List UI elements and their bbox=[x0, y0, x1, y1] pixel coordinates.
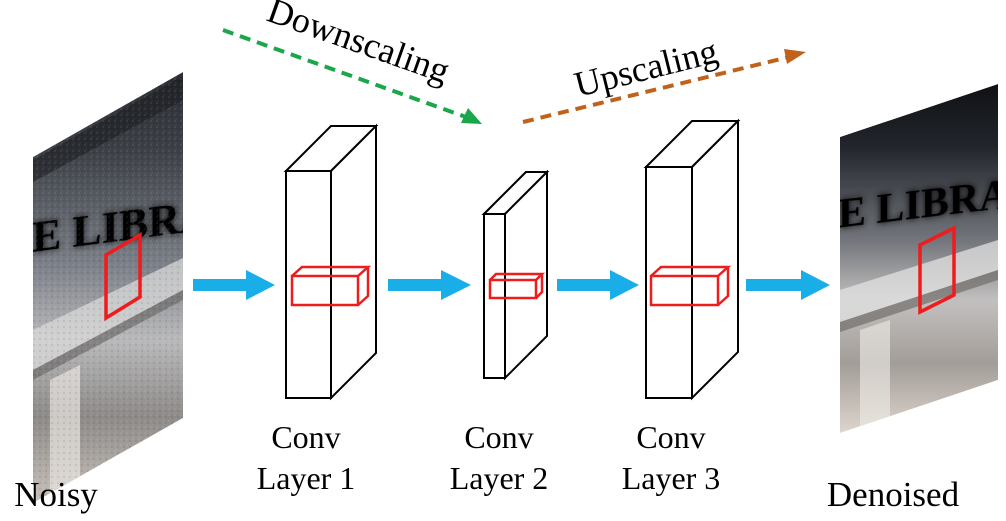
flow-arrow-1 bbox=[193, 270, 275, 300]
downscaling-arrow bbox=[222, 28, 482, 124]
conv-layer-2-kernel bbox=[488, 272, 546, 300]
denoised-image-panel: E LIBRAR bbox=[840, 84, 998, 433]
flow-arrow-3 bbox=[557, 270, 639, 300]
conv-layer-1-label-line1: Conv bbox=[271, 419, 340, 455]
conv-layer-3-label-line1: Conv bbox=[636, 419, 705, 455]
conv-layer-1-block bbox=[283, 123, 379, 401]
upscaling-arrow bbox=[522, 49, 806, 124]
noisy-patch-box bbox=[104, 231, 142, 322]
conv-layer-2-label-line2: Layer 2 bbox=[450, 460, 549, 496]
denoised-label: Denoised bbox=[827, 475, 960, 514]
conv-layer-1-label-line2: Layer 1 bbox=[257, 460, 356, 496]
flow-arrow-4 bbox=[746, 270, 830, 300]
flow-arrow-2 bbox=[388, 270, 471, 300]
noisy-image-panel: E LIBRAR bbox=[33, 72, 183, 503]
conv-layer-2-label-line1: Conv bbox=[464, 419, 533, 455]
conv-layer-3-block bbox=[643, 118, 741, 401]
conv-layer-3-kernel bbox=[649, 265, 732, 307]
noisy-label: Noisy bbox=[14, 475, 98, 514]
conv-layer-1-kernel bbox=[290, 265, 372, 307]
downscaling-label: Downscaling bbox=[262, 0, 454, 91]
denoised-patch-box bbox=[918, 225, 956, 315]
conv-layer-3-label-line2: Layer 3 bbox=[622, 460, 721, 496]
